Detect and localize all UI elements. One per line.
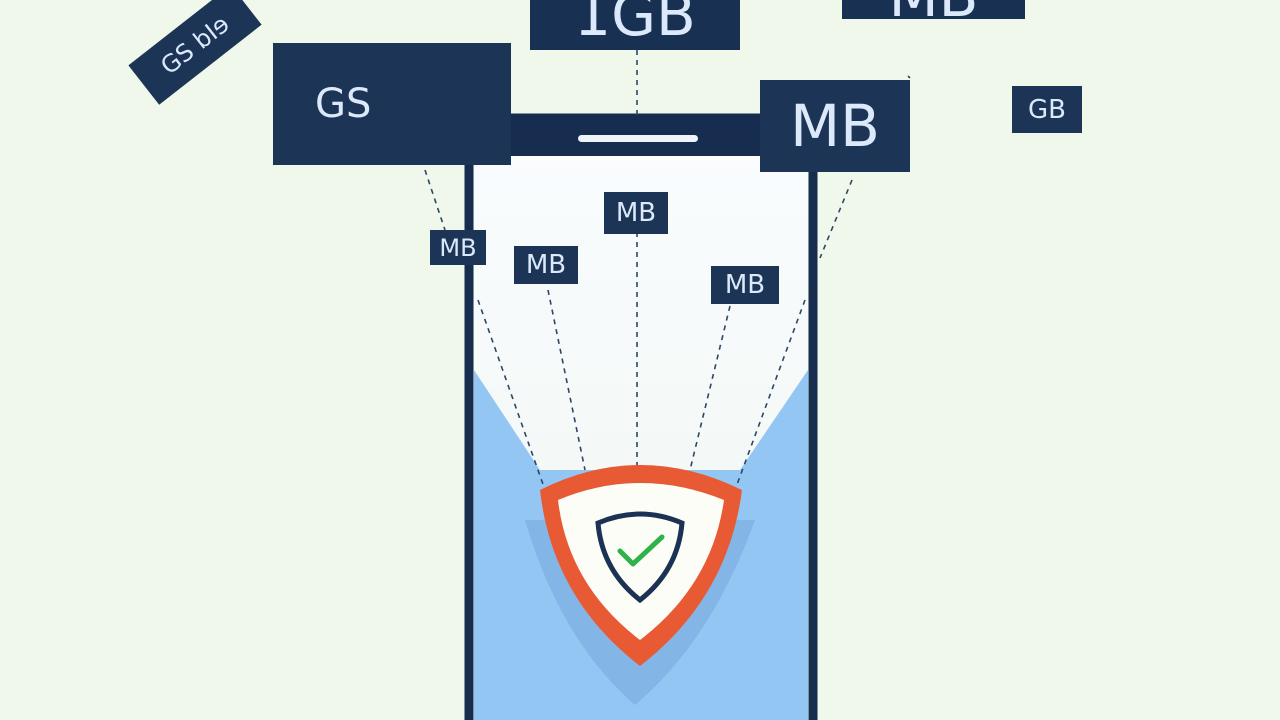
label-1gb: 1GB [530, 0, 740, 50]
label-mb-inner-top: MB [604, 192, 668, 234]
label-gs-large: GS [273, 43, 511, 165]
label-mb-inner-right: MB [711, 266, 779, 304]
label-mb-large: MB [760, 80, 910, 172]
label-mb-top-right: MB [842, 0, 1025, 30]
light-beam [474, 150, 808, 470]
connector-lines [424, 50, 911, 491]
phone-speaker [578, 135, 698, 142]
label-mb-inner-left: MB [430, 230, 486, 265]
label-gb-right: GB [1012, 86, 1082, 133]
label-mb-inner-mid-left: MB [514, 246, 578, 284]
check-icon [617, 534, 665, 567]
